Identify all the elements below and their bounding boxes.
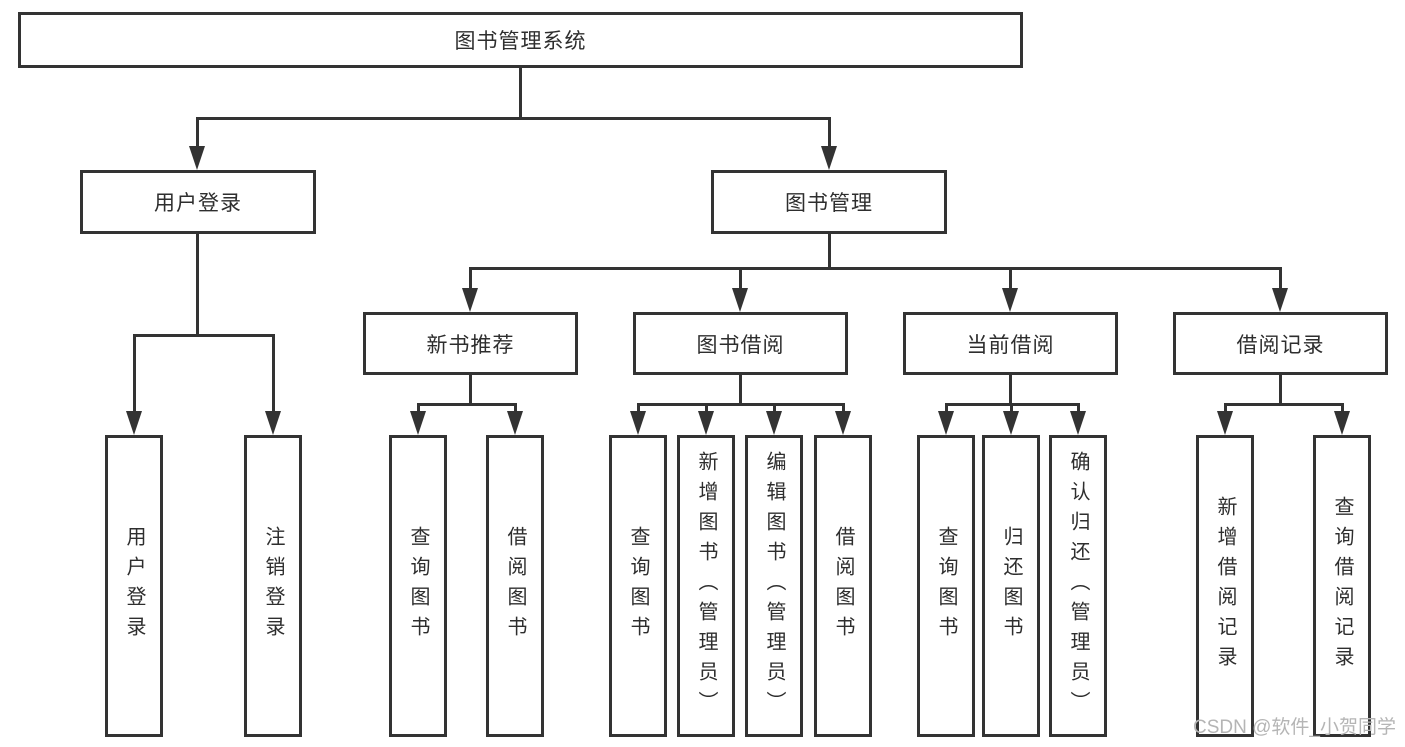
- connector-line: [469, 375, 472, 406]
- leaf-query-books-current: 查询图书: [917, 435, 975, 737]
- node-book-management: 图书管理: [711, 170, 947, 234]
- leaf-label: 查询图书: [407, 526, 429, 646]
- connector-line: [417, 403, 420, 415]
- leaf-label: 借阅图书: [832, 526, 854, 646]
- arrow-down-icon: [821, 146, 837, 170]
- arrow-down-icon: [1272, 288, 1288, 312]
- arrow-down-icon: [189, 146, 205, 170]
- connector-line: [1009, 267, 1012, 291]
- leaf-query-books-borrowing: 查询图书: [609, 435, 667, 737]
- leaf-query-borrow-record: 查询借阅记录: [1313, 435, 1371, 737]
- node-new-book-recommendation: 新书推荐: [363, 312, 578, 375]
- arrow-down-icon: [938, 411, 954, 435]
- node-library-management-system: 图书管理系统: [18, 12, 1023, 68]
- leaf-query-books-recommend: 查询图书: [389, 435, 447, 737]
- leaf-confirm-return-admin: 确认归还（管理员）: [1049, 435, 1107, 737]
- connector-line: [1224, 403, 1343, 406]
- csdn-watermark: CSDN @软件_小贺同学: [1193, 717, 1396, 738]
- connector-line: [842, 403, 845, 415]
- arrow-down-icon: [1070, 411, 1086, 435]
- connector-line: [133, 334, 136, 414]
- connector-line: [637, 403, 640, 415]
- leaf-label: 编辑图书（管理员）: [763, 451, 785, 721]
- connector-line: [739, 375, 742, 406]
- leaf-add-books-admin: 新增图书（管理员）: [677, 435, 735, 737]
- leaf-label: 借阅图书: [504, 526, 526, 646]
- connector-line: [272, 334, 275, 414]
- arrow-down-icon: [462, 288, 478, 312]
- leaf-label: 确认归还（管理员）: [1067, 451, 1089, 721]
- connector-line: [637, 403, 845, 406]
- node-current-borrowing: 当前借阅: [903, 312, 1118, 375]
- connector-line: [519, 68, 522, 120]
- arrow-down-icon: [630, 411, 646, 435]
- arrow-down-icon: [410, 411, 426, 435]
- connector-line: [133, 334, 275, 337]
- connector-line: [196, 117, 199, 150]
- arrow-down-icon: [1002, 288, 1018, 312]
- leaf-logout: 注销登录: [244, 435, 302, 737]
- leaf-return-books: 归还图书: [982, 435, 1040, 737]
- connector-line: [196, 234, 199, 337]
- leaf-borrow-books-recommend: 借阅图书: [486, 435, 544, 737]
- connector-line: [417, 403, 517, 406]
- leaf-add-borrow-record: 新增借阅记录: [1196, 435, 1254, 737]
- leaf-label: 新增图书（管理员）: [695, 451, 717, 721]
- connector-line: [196, 117, 831, 120]
- leaf-label: 查询图书: [935, 526, 957, 646]
- arrow-down-icon: [265, 411, 281, 435]
- arrow-down-icon: [1003, 411, 1019, 435]
- connector-line: [828, 117, 831, 150]
- connector-line: [705, 403, 708, 415]
- arrow-down-icon: [732, 288, 748, 312]
- connector-line: [739, 267, 742, 291]
- connector-line: [945, 403, 948, 415]
- leaf-borrow-books-borrowing: 借阅图书: [814, 435, 872, 737]
- leaf-user-login: 用户登录: [105, 435, 163, 737]
- connector-line: [469, 267, 472, 291]
- connector-line: [1279, 267, 1282, 291]
- connector-line: [514, 403, 517, 415]
- connector-line: [469, 267, 1282, 270]
- connector-line: [1279, 375, 1282, 406]
- leaf-edit-books-admin: 编辑图书（管理员）: [745, 435, 803, 737]
- leaf-label: 查询图书: [627, 526, 649, 646]
- leaf-label: 新增借阅记录: [1214, 496, 1236, 676]
- arrow-down-icon: [1334, 411, 1350, 435]
- connector-line: [1009, 375, 1012, 406]
- node-book-borrowing: 图书借阅: [633, 312, 848, 375]
- connector-line: [828, 234, 831, 270]
- connector-line: [1224, 403, 1227, 415]
- leaf-label: 查询借阅记录: [1331, 496, 1353, 676]
- leaf-label: 归还图书: [1000, 526, 1022, 646]
- arrow-down-icon: [507, 411, 523, 435]
- arrow-down-icon: [1217, 411, 1233, 435]
- arrow-down-icon: [766, 411, 782, 435]
- arrow-down-icon: [835, 411, 851, 435]
- arrow-down-icon: [698, 411, 714, 435]
- leaf-label: 注销登录: [262, 526, 284, 646]
- connector-line: [1077, 403, 1080, 415]
- connector-line: [773, 403, 776, 415]
- leaf-label: 用户登录: [123, 526, 145, 646]
- node-user-login: 用户登录: [80, 170, 316, 234]
- node-borrowing-records: 借阅记录: [1173, 312, 1388, 375]
- connector-line: [1341, 403, 1344, 415]
- arrow-down-icon: [126, 411, 142, 435]
- connector-line: [1010, 403, 1013, 415]
